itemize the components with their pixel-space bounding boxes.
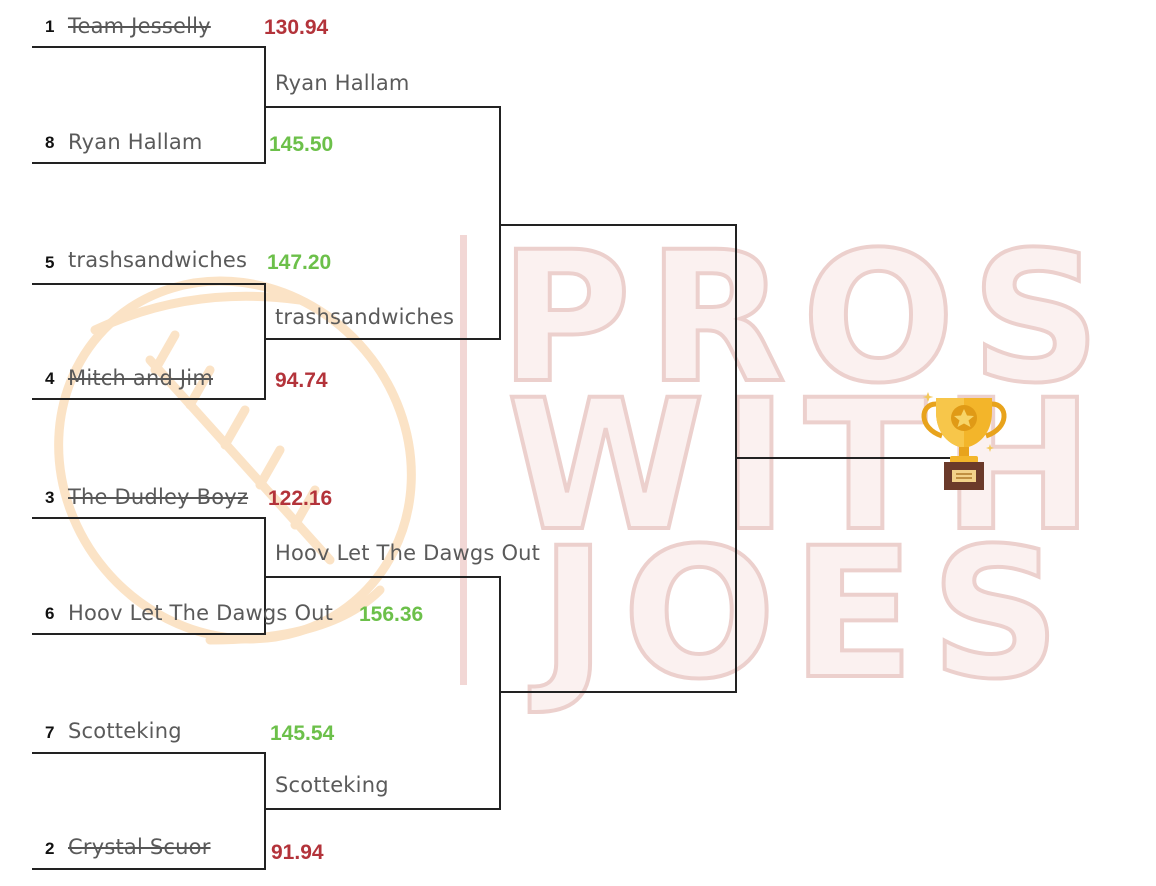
watermark-line-3: JOES [529, 510, 1077, 719]
team-score: 147.20 [267, 251, 332, 274]
r1-line-5 [32, 283, 266, 285]
seed-number: 5 [45, 253, 55, 272]
r3-line-bottom [499, 691, 736, 693]
team-name: The Dudley Boyz [68, 485, 249, 509]
seed-number: 7 [45, 723, 55, 742]
advancer-name: Hoov Let The Dawgs Out [275, 541, 541, 565]
team-score: 122.16 [268, 487, 333, 510]
team-score: 91.94 [271, 841, 324, 864]
seed-number: 2 [45, 839, 55, 858]
r1-connector-2 [264, 283, 266, 400]
seed-number: 4 [45, 369, 55, 388]
r1-line-4 [32, 398, 266, 400]
watermark-line-1: PROS [499, 214, 1116, 423]
r1-line-2 [32, 868, 266, 870]
watermark-divider [460, 235, 467, 685]
r2-line-4 [264, 808, 500, 810]
team-name: trashsandwiches [68, 248, 248, 272]
r1-line-7 [32, 752, 266, 754]
team-name: Crystal Scuor [68, 835, 211, 859]
team-score: 94.74 [275, 369, 328, 392]
team-score: 145.54 [270, 722, 335, 745]
seed-number: 8 [45, 133, 55, 152]
seed-number: 6 [45, 604, 55, 623]
team-score: 130.94 [264, 16, 329, 39]
team-name: Ryan Hallam [68, 130, 203, 154]
team-score: 156.36 [359, 603, 424, 626]
football-logo [54, 276, 416, 645]
advancer-name: Scotteking [275, 773, 389, 797]
r1-line-6 [32, 633, 266, 635]
advancer-name: trashsandwiches [275, 305, 455, 329]
r1-line-1 [32, 46, 266, 48]
seed-number: 1 [45, 17, 55, 36]
r1-line-3 [32, 517, 266, 519]
r2-line-2 [264, 338, 500, 340]
r2-connector-bottom [499, 576, 501, 810]
r2-connector-top [499, 106, 501, 340]
team-name: Team Jesselly [68, 14, 211, 38]
team-name: Scotteking [68, 719, 182, 743]
trophy-icon [921, 392, 1007, 490]
final-line [735, 457, 950, 459]
team-name: Hoov Let The Dawgs Out [68, 601, 334, 625]
seed-number: 3 [45, 488, 55, 507]
team-name: Mitch and Jim [68, 366, 213, 390]
r3-line-top [499, 224, 736, 226]
r2-line-1 [264, 106, 500, 108]
r2-line-3 [264, 576, 500, 578]
r1-connector-4 [264, 752, 266, 870]
team-score: 145.50 [269, 133, 334, 156]
r1-line-8 [32, 162, 266, 164]
r1-connector-1 [264, 46, 266, 164]
watermark-line-2: WITH [507, 362, 1110, 571]
advancer-name: Ryan Hallam [275, 71, 410, 95]
